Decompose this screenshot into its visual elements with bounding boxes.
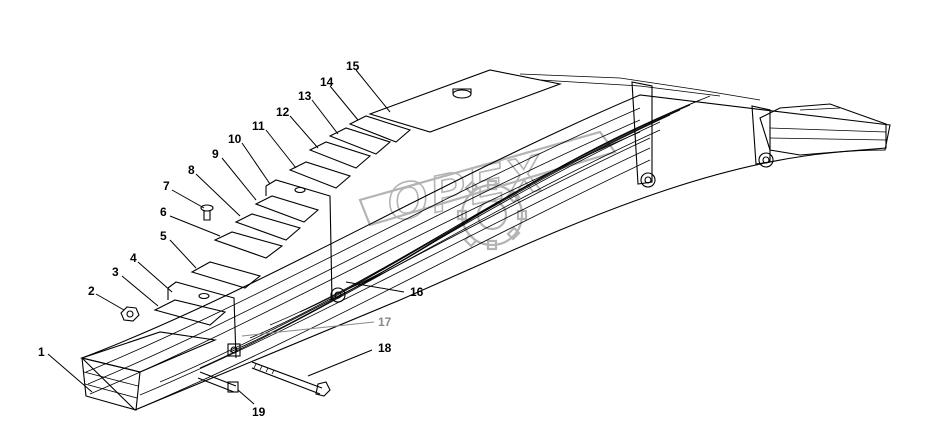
callouts: 1 2 3 4 5 6 7 8 9 10 11 12 13 14 15 16 1… — [38, 59, 424, 419]
callout-14: 14 — [320, 75, 334, 89]
clamps — [167, 81, 774, 359]
small-bolt-icon — [200, 204, 214, 221]
callout-7: 7 — [163, 179, 170, 193]
callout-2: 2 — [88, 284, 95, 298]
callout-17: 17 — [378, 315, 392, 329]
callout-12: 12 — [276, 105, 290, 119]
spring-leaves — [80, 69, 891, 411]
callout-6: 6 — [160, 205, 167, 219]
clamp-bolt-16 — [330, 287, 346, 303]
callout-9: 9 — [212, 147, 219, 161]
callout-16: 16 — [410, 285, 424, 299]
callout-11: 11 — [252, 119, 265, 133]
gear-icon — [456, 179, 528, 251]
callout-3: 3 — [112, 265, 119, 279]
loose-parts — [120, 204, 331, 397]
callout-15: 15 — [346, 59, 360, 73]
callout-10: 10 — [228, 132, 242, 146]
callout-1: 1 — [38, 345, 45, 359]
callout-13: 13 — [298, 89, 312, 103]
long-bolt-icon — [251, 361, 331, 397]
nut-icon — [120, 306, 140, 322]
callout-leaders — [47, 69, 405, 405]
callout-18: 18 — [378, 341, 392, 355]
pin-icon — [197, 371, 239, 393]
callout-4: 4 — [130, 251, 137, 265]
callout-8: 8 — [188, 163, 195, 177]
callout-19: 19 — [252, 405, 266, 419]
callout-5: 5 — [160, 229, 167, 243]
